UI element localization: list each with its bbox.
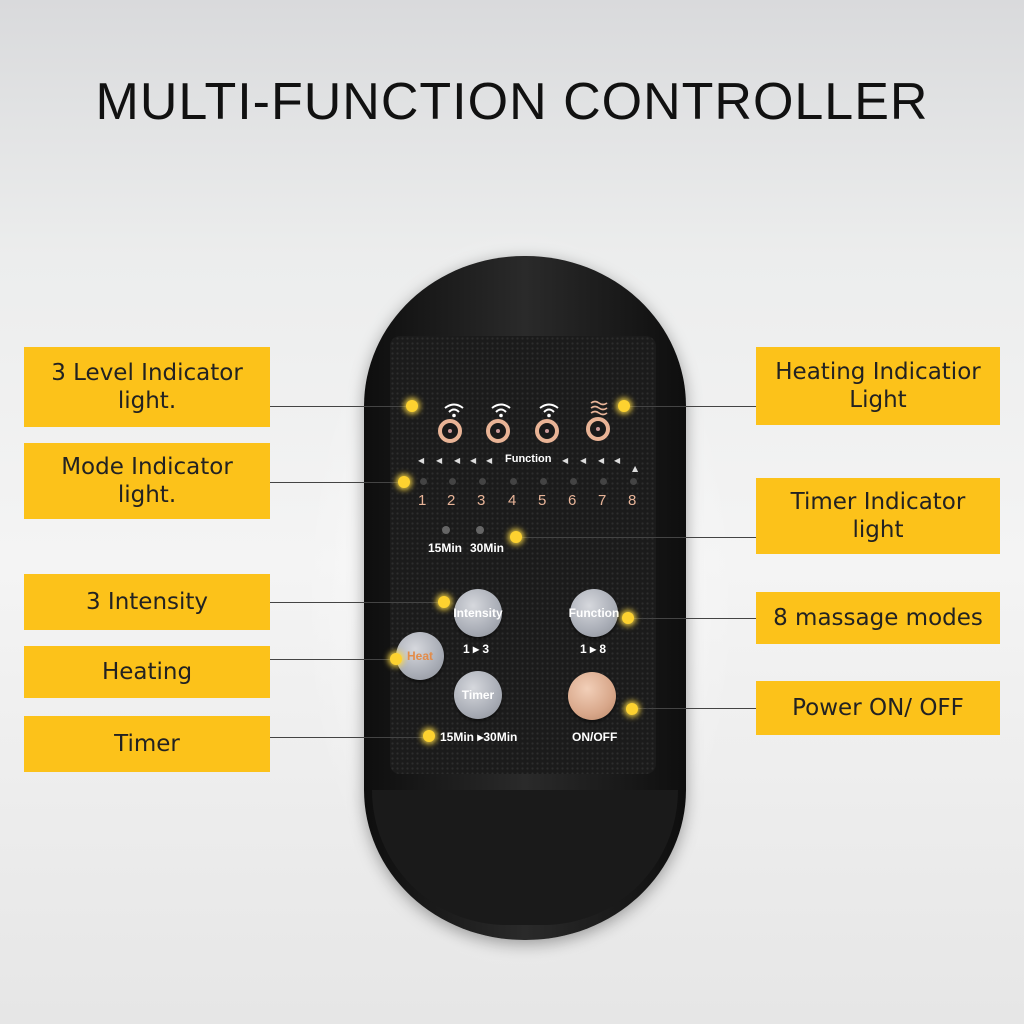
mode-led-2: [449, 478, 456, 485]
timer-led-30: [476, 526, 484, 534]
mode-number: 4: [508, 492, 517, 509]
timer-button[interactable]: Timer: [454, 671, 502, 719]
connector-line: [270, 482, 402, 483]
mode-number: 3: [477, 492, 486, 509]
intensity-button[interactable]: Intensity: [453, 589, 503, 637]
function-button[interactable]: Function: [569, 589, 619, 637]
callout-dot: [618, 400, 630, 412]
callout-dot: [423, 730, 435, 742]
arrow-left-icon: ◀: [614, 456, 621, 465]
mode-led-4: [510, 478, 517, 485]
timer-range: 15Min ▸30Min: [440, 730, 518, 744]
connector-line: [270, 737, 428, 738]
arrow-up-icon: ▲: [632, 464, 639, 473]
label-heating-indicator: Heating Indicatior Light: [756, 347, 1000, 425]
mode-led-8: [630, 478, 637, 485]
arrow-left-icon: ◀: [598, 456, 605, 465]
level-indicator-3: [535, 419, 559, 443]
arrow-left-icon: ◀: [470, 456, 477, 465]
mode-number: 8: [628, 492, 637, 509]
arrow-left-icon: ◀: [580, 456, 587, 465]
control-panel: [390, 336, 656, 774]
timer-led-15: [442, 526, 450, 534]
connector-line: [516, 537, 756, 538]
callout-dot: [622, 612, 634, 624]
callout-dot: [398, 476, 410, 488]
label-level-indicator: 3 Level Indicator light.: [24, 347, 270, 427]
heat-waves-icon: [590, 400, 608, 416]
connector-line: [270, 602, 442, 603]
mode-number: 2: [447, 492, 456, 509]
callout-dot: [626, 703, 638, 715]
function-label: Function: [505, 453, 552, 465]
callout-dot: [390, 653, 402, 665]
label-timer: Timer: [24, 716, 270, 772]
connector-line: [624, 406, 756, 407]
connector-line: [632, 708, 756, 709]
label-power: Power ON/ OFF: [756, 681, 1000, 735]
connector-line: [270, 406, 410, 407]
arrow-left-icon: ◀: [486, 456, 493, 465]
label-massage-modes: 8 massage modes: [756, 592, 1000, 644]
signal-icon: [491, 403, 511, 418]
mode-led-6: [570, 478, 577, 485]
heating-indicator: [586, 417, 610, 441]
callout-dot: [406, 400, 418, 412]
mode-led-7: [600, 478, 607, 485]
label-heating: Heating: [24, 646, 270, 698]
function-range: 1 ▸ 8: [580, 642, 607, 656]
arrow-left-icon: ◀: [436, 456, 443, 465]
callout-dot: [510, 531, 522, 543]
heat-button[interactable]: Heat: [396, 632, 444, 680]
arrow-left-icon: ◀: [454, 456, 461, 465]
label-timer-indicator: Timer Indicator light: [756, 478, 1000, 554]
signal-icon: [539, 403, 559, 418]
level-indicator-1: [438, 419, 462, 443]
power-label: ON/OFF: [572, 730, 618, 744]
arrow-left-icon: ◀: [562, 456, 569, 465]
timer-15-label: 15Min: [428, 541, 463, 555]
mode-number: 6: [568, 492, 577, 509]
mode-led-5: [540, 478, 547, 485]
level-indicator-2: [486, 419, 510, 443]
power-button[interactable]: [568, 672, 616, 720]
intensity-range: 1 ▸ 3: [463, 642, 490, 656]
label-mode-indicator: Mode Indicator light.: [24, 443, 270, 519]
arrow-left-icon: ◀: [418, 456, 425, 465]
mode-led-1: [420, 478, 427, 485]
signal-icon: [444, 403, 464, 418]
label-intensity: 3 Intensity: [24, 574, 270, 630]
mode-number: 5: [538, 492, 547, 509]
mode-number: 7: [598, 492, 607, 509]
page-title: MULTI-FUNCTION CONTROLLER: [95, 73, 929, 131]
connector-line: [628, 618, 756, 619]
mode-number: 1: [418, 492, 427, 509]
mode-led-3: [479, 478, 486, 485]
callout-dot: [438, 596, 450, 608]
connector-line: [270, 659, 396, 660]
timer-30-label: 30Min: [470, 541, 505, 555]
